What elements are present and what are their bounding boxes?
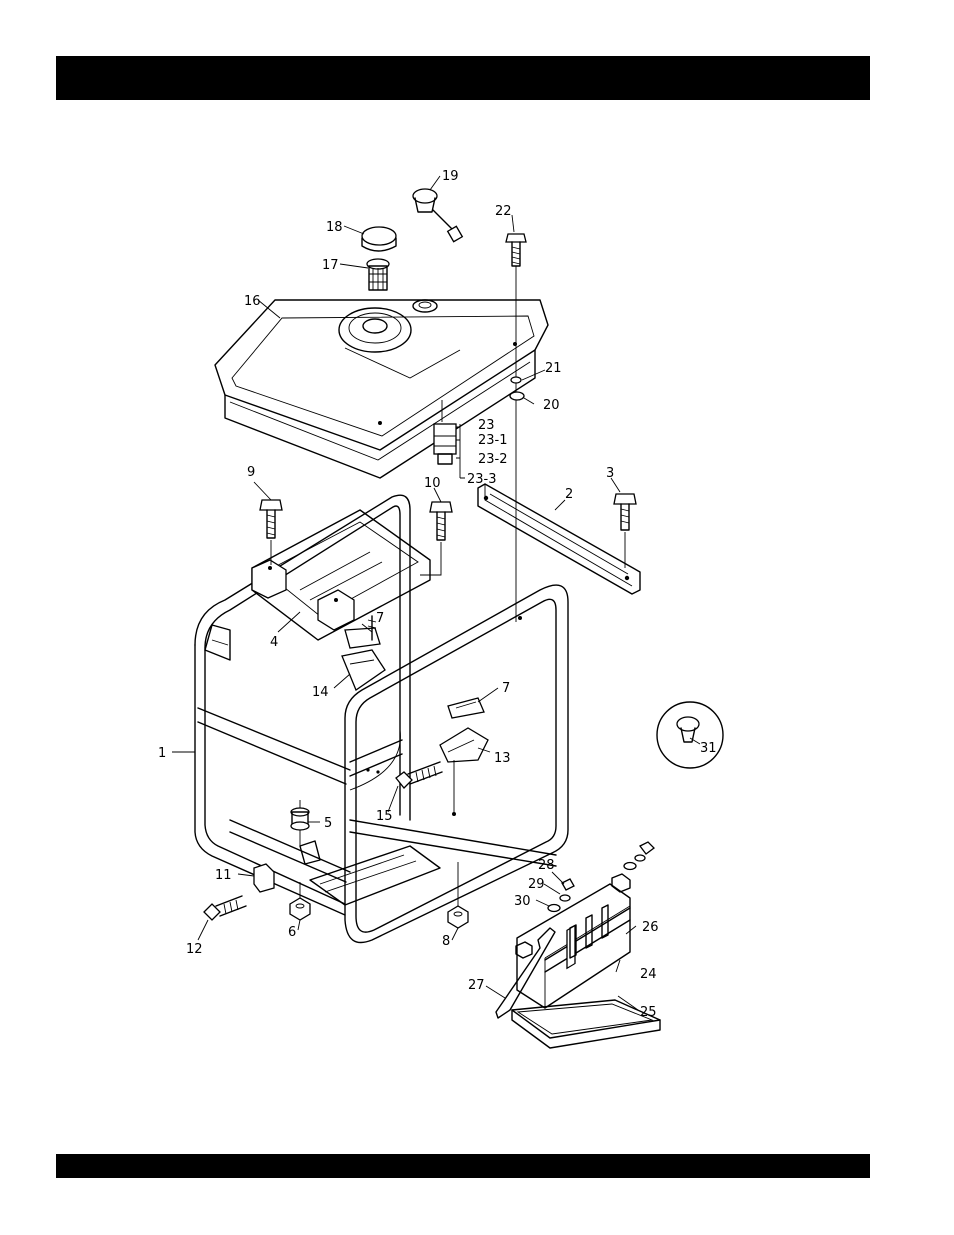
callout-16: 16 (244, 294, 261, 309)
callout-31: 31 (700, 741, 717, 756)
callout-9: 9 (247, 465, 255, 480)
mount-bracket (252, 510, 430, 640)
callout-17: 17 (322, 258, 339, 273)
callout-23: 23 (478, 418, 495, 433)
callout-22: 22 (495, 204, 512, 219)
callout-5: 5 (324, 816, 332, 831)
callout-4: 4 (270, 635, 278, 650)
callout-6: 6 (288, 925, 296, 940)
callout-11: 11 (215, 868, 232, 883)
tank-mounting-bolt (506, 234, 526, 622)
callout-24: 24 (640, 967, 657, 982)
battery-box (512, 1000, 660, 1048)
footer-bar (56, 1154, 870, 1178)
callout-2: 2 (565, 487, 573, 502)
callout-27: 27 (468, 978, 485, 993)
callout-13: 13 (494, 751, 511, 766)
callout-30: 30 (514, 894, 531, 909)
bracket-bolt-left (260, 500, 282, 565)
callout-10: 10 (424, 476, 441, 491)
bracket-bolt-right (420, 502, 452, 575)
callout-12: 12 (186, 942, 203, 957)
callout-1: 1 (158, 746, 166, 761)
battery (516, 874, 630, 1008)
crossbar-bolt (614, 494, 636, 568)
fuel-strainer (367, 259, 389, 290)
spacer-block (254, 864, 274, 892)
callout-20: 20 (543, 398, 560, 413)
callout-23-2: 23-2 (478, 452, 508, 467)
callout-21: 21 (545, 361, 562, 376)
callout-29: 29 (528, 877, 545, 892)
callout-7-front: 7 (502, 681, 510, 696)
callout-labels: 1 2 3 4 5 6 7 7 8 9 10 11 12 13 14 15 16… (158, 169, 717, 1020)
callout-3: 3 (606, 466, 614, 481)
callout-18: 18 (326, 220, 343, 235)
terminal-hardware (548, 842, 654, 912)
callout-23-1: 23-1 (478, 433, 508, 448)
callout-23-3: 23-3 (467, 472, 497, 487)
rear-mount-bracket-14 (342, 650, 385, 690)
nut-6 (290, 882, 310, 920)
front-mount-7 (448, 698, 484, 718)
callout-14: 14 (312, 685, 329, 700)
fuel-gauge (413, 189, 462, 242)
front-mount-bracket-13 (440, 728, 488, 762)
callout-8: 8 (442, 934, 450, 949)
callout-25: 25 (640, 1005, 657, 1020)
callout-28: 28 (538, 858, 555, 873)
side-bolt (204, 896, 246, 920)
callout-19: 19 (442, 169, 459, 184)
callout-7-rear: 7 (376, 611, 384, 626)
fuel-cap (362, 227, 396, 251)
callout-15: 15 (376, 809, 393, 824)
callout-26: 26 (642, 920, 659, 935)
vibration-damper (291, 800, 309, 846)
detail-circle (657, 702, 723, 768)
